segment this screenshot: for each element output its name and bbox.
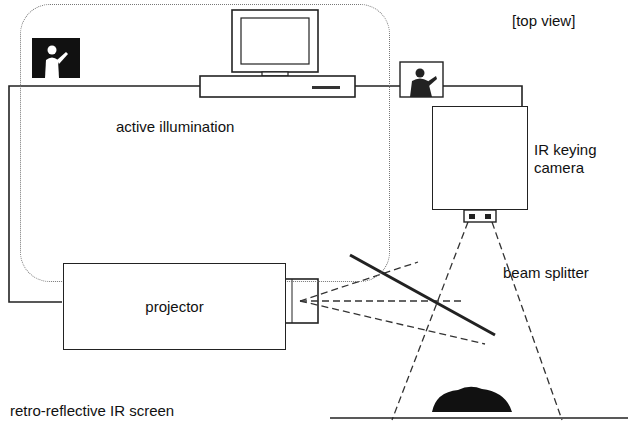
node-label: projector [145, 298, 203, 316]
camera-box: IR keying camera [432, 106, 528, 210]
beam-splitter [350, 255, 495, 335]
view-note: [top view] [512, 12, 575, 30]
retro-reflective-screen [330, 417, 628, 419]
figure-silhouette [410, 69, 437, 98]
computer-base [200, 76, 355, 97]
illumination-region: active illuminationprojector [20, 4, 390, 282]
part-label: beam splitter [503, 264, 589, 282]
projection-ray [300, 301, 485, 344]
part-label: retro-reflective IR screen [10, 402, 174, 420]
node-label: active illumination [116, 118, 234, 136]
camera-ray [492, 222, 562, 420]
monitor [232, 10, 318, 72]
drive-slot [312, 86, 340, 89]
projector-box: projector [63, 263, 286, 350]
monitor-screen [241, 18, 309, 64]
camera-image-icon [400, 62, 443, 97]
node-label: IR keying camera [534, 141, 622, 177]
object-silhouette [432, 387, 512, 412]
figure-silhouette [45, 46, 68, 79]
projection-ray [300, 300, 462, 301]
camera-lens [464, 210, 496, 222]
keyed-image-icon [32, 38, 80, 78]
